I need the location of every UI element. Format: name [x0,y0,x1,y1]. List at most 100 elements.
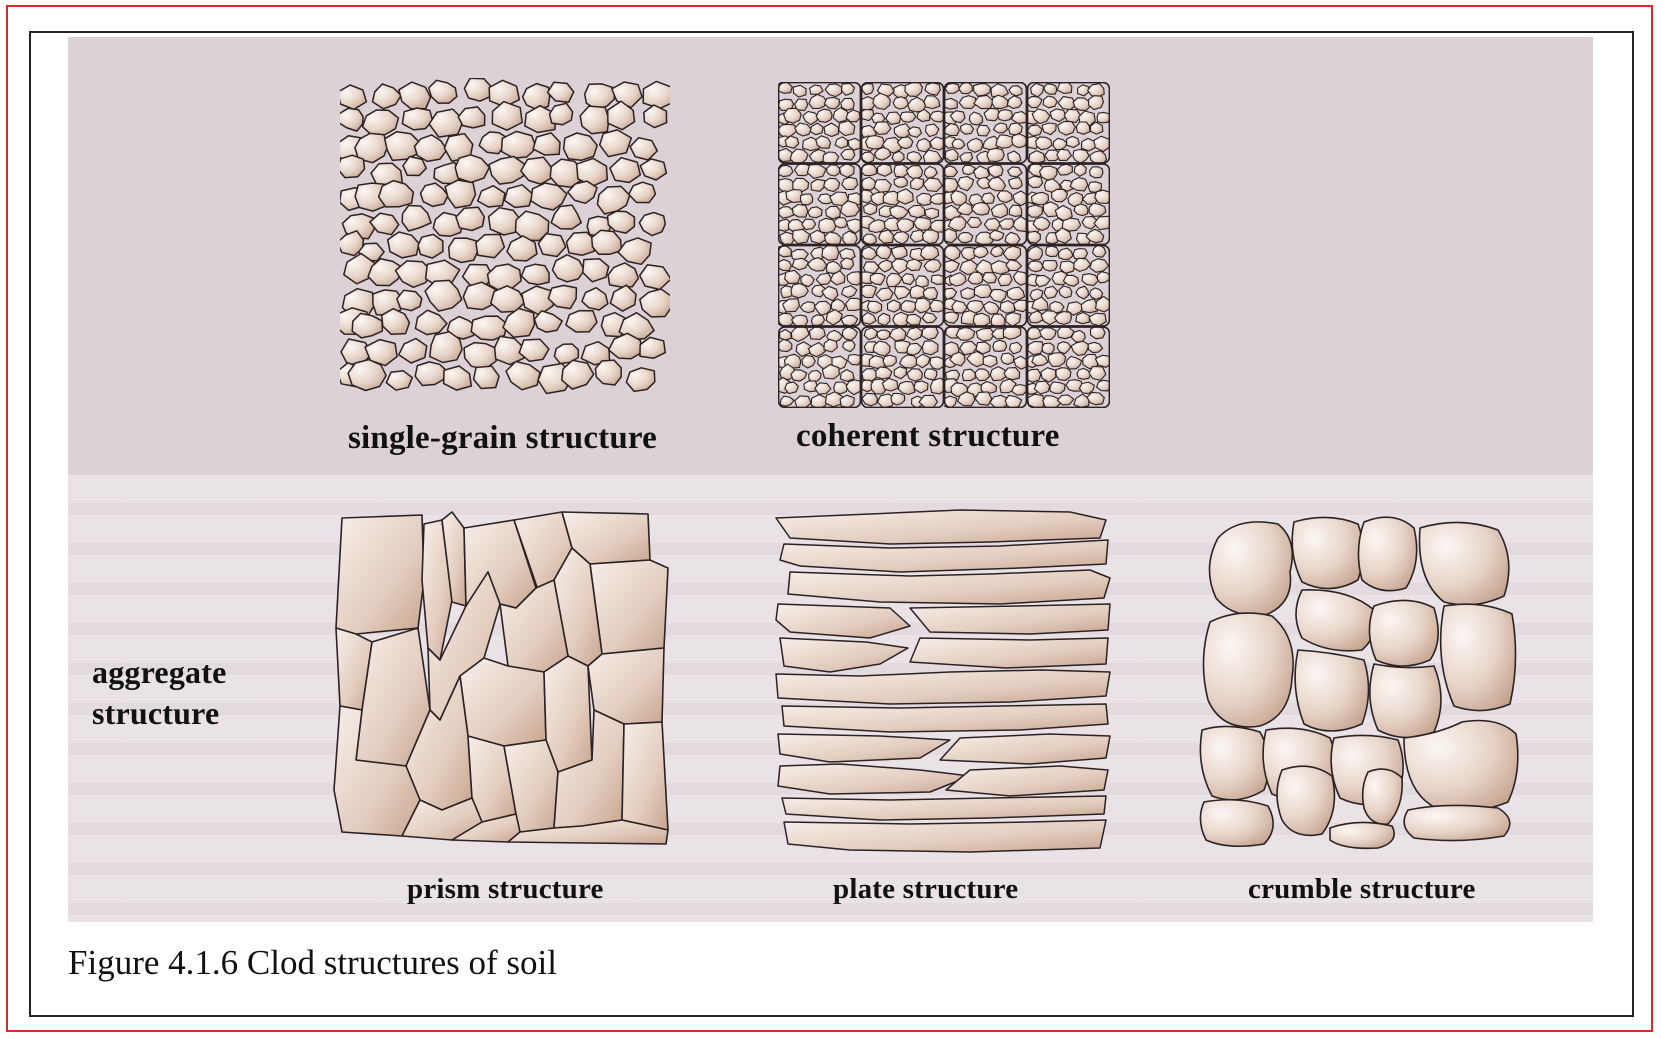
soil-grain [610,285,636,311]
soil-grain [415,362,447,386]
coherent-block [858,164,946,245]
soil-grain [962,369,975,380]
soil-grain [1097,380,1110,391]
soil-grain [866,136,885,150]
coherent-block [943,245,1030,327]
soil-grain [901,301,917,313]
soil-grain [348,360,386,391]
soil-grain [974,95,994,108]
soil-grain [1042,123,1056,135]
soil-grain [893,232,909,244]
soil-grain [1009,123,1023,135]
soil-grain [839,121,855,136]
soil-grain [1036,137,1052,150]
soil-grain [1071,341,1089,355]
soil-grain [792,205,808,218]
soil-grain [914,381,928,393]
soil-grain [425,280,462,311]
soil-grain [793,229,810,243]
soil-grain [370,213,399,235]
soil-grain [421,183,449,206]
soil-grain [1028,261,1043,272]
soil-grain [998,110,1013,121]
plate-layer [778,734,950,762]
soil-grain [910,178,923,190]
plate-layer [780,638,908,672]
soil-grain [993,340,1007,351]
soil-grain [1007,287,1024,300]
plate-label: plate structure [833,873,1018,906]
soil-grain [784,108,802,123]
plate-layer [776,670,1110,704]
soil-grain [861,247,877,260]
soil-grain [802,356,815,369]
soil-grain [862,313,876,325]
soil-grain [1074,164,1086,177]
soil-grain [864,203,877,215]
soil-grain [464,78,491,101]
soil-grain [897,219,914,233]
soil-grain [388,232,419,258]
soil-grain [445,180,475,208]
soil-grain [429,109,463,137]
soil-grain [952,139,965,149]
soil-grain [1057,164,1072,175]
soil-grain [778,260,791,271]
soil-grain [1088,342,1103,352]
soil-grain [808,258,827,272]
soil-grain [340,108,363,131]
coherent-block [778,245,863,328]
soil-grain [1048,353,1066,367]
soil-grain [550,103,573,124]
soil-grain [1095,190,1110,203]
crumb [1404,805,1510,840]
soil-grain [1040,166,1057,180]
soil-grain [778,339,792,351]
soil-grain [523,84,550,110]
prism-column [590,560,668,654]
soil-grain [1076,286,1089,299]
soil-grain [402,108,432,130]
crumb [1363,769,1403,824]
soil-grain [841,149,855,160]
soil-grain [870,273,885,284]
soil-grain [974,246,989,257]
soil-grain [1059,286,1072,298]
soil-grain [878,260,892,272]
coherent-structure-diagram [778,82,1110,408]
soil-grain [1090,288,1103,300]
soil-grain [795,123,812,136]
soil-grain [1008,151,1021,163]
soil-grain [982,273,996,284]
soil-grain [958,177,974,191]
coherent-block [778,82,861,164]
soil-grain [608,263,638,287]
soil-grain [877,245,891,259]
soil-grain [1006,313,1021,327]
soil-grain [998,274,1012,286]
prism-column [336,515,424,634]
aggregate-label-line2: structure [92,695,219,732]
soil-grain [956,328,975,341]
soil-grain [983,355,997,367]
soil-grain [793,85,806,97]
soil-grain [630,138,657,160]
plate-layer [776,510,1106,544]
soil-grain [1009,177,1023,188]
crumb [1295,650,1368,731]
soil-grain [991,261,1009,275]
soil-grain [876,367,892,379]
soil-grain [502,131,537,158]
soil-grain [861,285,877,297]
soil-grain [1028,96,1042,107]
soil-grain [463,282,496,309]
soil-grain [1043,396,1061,408]
soil-grain [474,366,500,388]
soil-grain [1057,82,1072,94]
soil-grain [973,84,990,97]
soil-grain [843,341,856,352]
soil-grain [977,125,990,136]
soil-grain [809,326,825,340]
soil-grain [1057,149,1072,160]
crumb [1370,664,1441,738]
